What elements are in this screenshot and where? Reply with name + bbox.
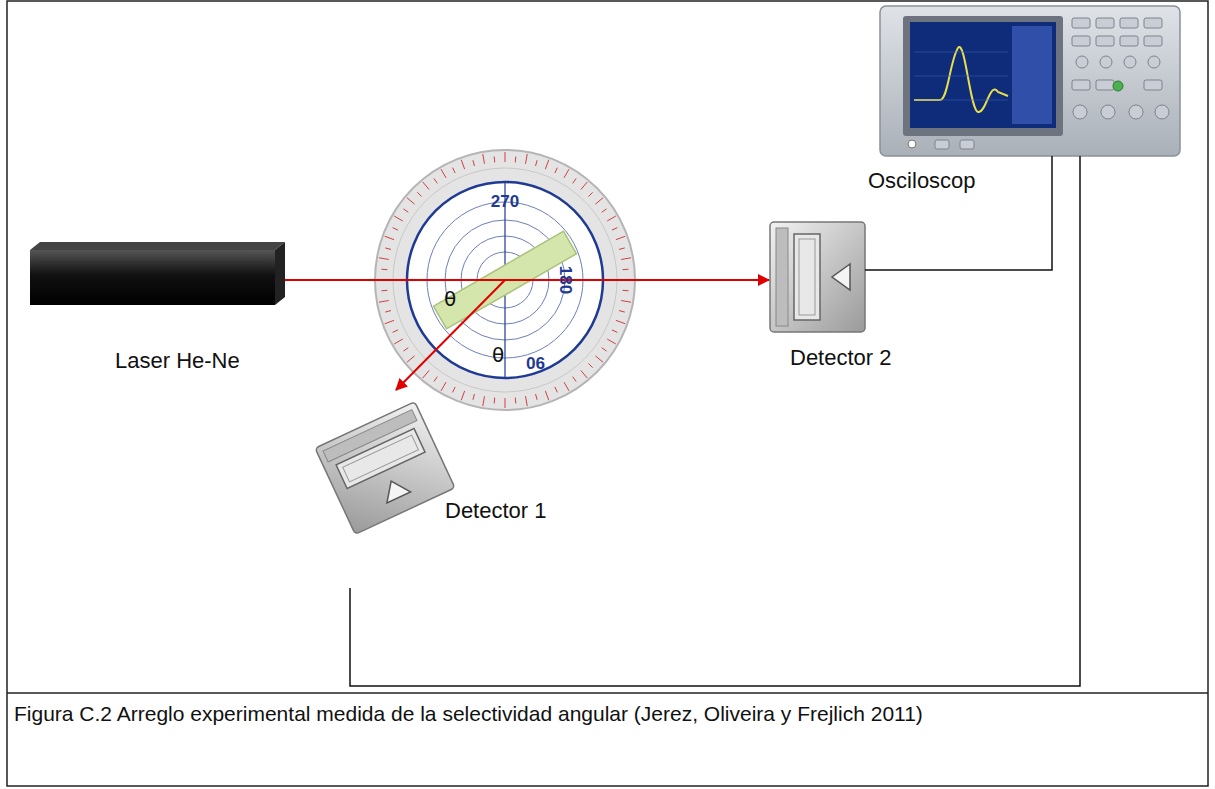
node-label: Detector 1 <box>445 498 547 524</box>
laser-beam <box>396 280 505 390</box>
angle-symbol: θ <box>444 287 456 311</box>
node-label: Osciloscop <box>868 168 976 194</box>
signal-cable <box>865 156 1052 270</box>
node-label: Laser He-Ne <box>115 348 240 374</box>
node-label: Detector 2 <box>790 345 892 371</box>
dial-number: 180 <box>555 266 575 294</box>
detector: Detector 2 <box>765 215 935 385</box>
signal-cable <box>350 156 1080 686</box>
laser-beam <box>285 279 505 281</box>
laser-source: Laser He-Ne <box>28 235 288 385</box>
dial-number: 90 <box>526 352 545 372</box>
figure-caption: Figura C.2 Arreglo experimental medida d… <box>14 700 1202 727</box>
goniometer-stage: 270 180 90 <box>375 150 635 410</box>
angle-symbol: θ <box>492 343 504 367</box>
dial-number: 270 <box>491 192 519 212</box>
oscilloscope: Osciloscop <box>860 5 1185 210</box>
detector: Detector 1 <box>290 380 580 600</box>
laser-beam <box>505 279 769 281</box>
